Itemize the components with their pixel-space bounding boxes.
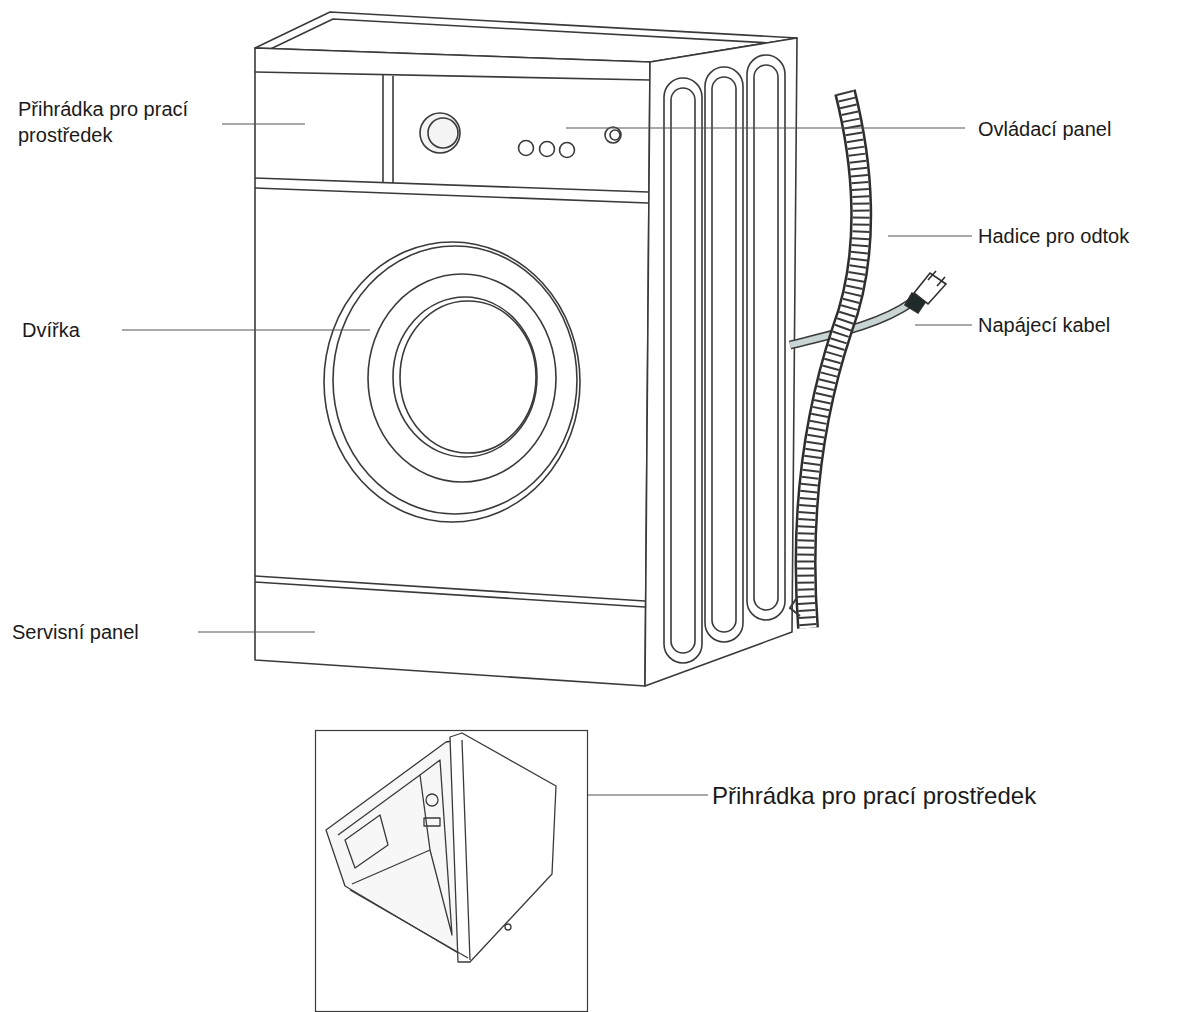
part-label: Dvířka [22,317,80,343]
softener-siphon [426,794,438,806]
panel-shadow-line [255,188,648,203]
drawer-bottom [350,890,468,958]
machine-body [255,12,797,686]
plug-pin [937,277,945,286]
side-rib [754,65,778,610]
drawer-front [450,733,556,962]
panel-top-line [255,72,650,80]
inset-frame [316,731,588,1012]
side-rib [705,67,743,642]
drawer-tray [326,740,470,960]
hose-clip [790,596,800,616]
drain-hose [806,92,862,628]
power-button [610,130,620,140]
service-panel-line [255,576,645,601]
door-ring [368,274,556,482]
front-face [255,48,650,686]
side-rib [747,55,785,620]
drawer-divider [392,76,394,183]
max-mark [424,818,440,826]
compartment-insert [345,815,388,868]
part-label: Hadice pro odtok [978,223,1129,249]
detergent-drawer [326,733,556,962]
power-plug [905,271,946,313]
program-knob [420,113,460,153]
drawer-divider [382,75,384,182]
door-glass [400,301,536,453]
side-rib [712,77,736,632]
button [560,143,575,158]
side-face [645,38,797,686]
leader-line [566,127,965,128]
side-rib [664,78,702,663]
side-rib [671,88,695,653]
service-panel-line [255,582,645,607]
drawer-screw [505,924,511,930]
button [519,141,534,156]
plug-pin [928,271,936,280]
part-label: Servisní panel [12,619,139,645]
leader-line [122,329,370,330]
door-ring [333,246,577,514]
part-label: Ovládací panel [978,116,1111,142]
part-label: Napájecí kabel [978,312,1110,338]
button [540,142,555,157]
leader-line [888,235,972,236]
compartment [420,760,452,935]
drawer-edge [462,740,470,960]
drain-hose [806,92,862,628]
leader-line [222,123,305,124]
door-glass [393,297,537,457]
leader-lines [122,124,972,795]
leader-line [198,631,315,632]
part-label: Přihrádka pro prací prostředek [712,780,1036,811]
top-edge [258,19,790,55]
power-button [605,127,621,143]
leader-line [915,324,972,325]
program-knob [428,118,458,148]
compartment [338,775,430,884]
door-ring [324,242,580,522]
drain-hose [806,92,862,628]
part-label: Přihrádka pro prací prostředek [18,96,218,148]
